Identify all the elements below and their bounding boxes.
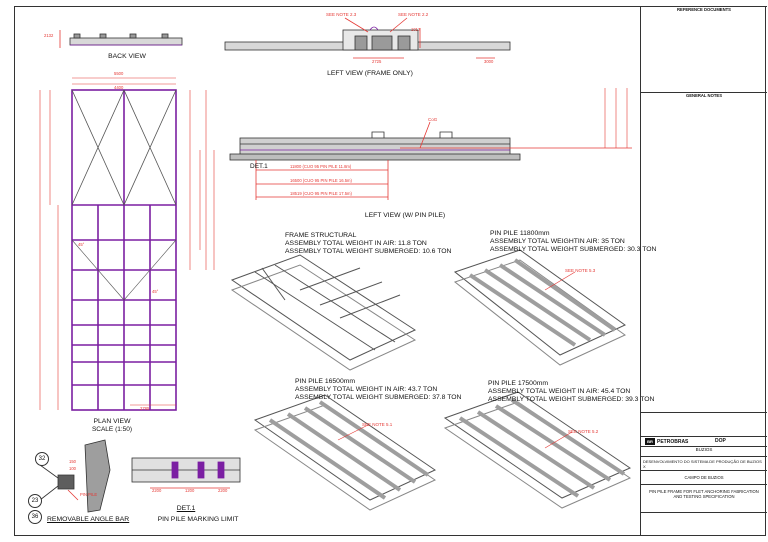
plan-view-title: PLAN VIEW (93, 418, 131, 425)
assembly-17500-sub: ASSEMBLY TOTAL WEIGHT SUBMERGED: 39.3 TO… (488, 396, 655, 403)
det1-title: DET.1 (176, 505, 196, 512)
assembly-11800-title: PIN PILE 11800mm (490, 230, 550, 237)
doc-code: DOP (715, 438, 726, 444)
dim-mark-c: 2200 (218, 488, 228, 493)
reference-documents-panel: REFERENCE DOCUMENTS (641, 6, 767, 92)
pile-dim-16500: 16500 (CUO 95 PIN PILE 16.5m) (290, 178, 352, 183)
company-panel: BR PETROBRAS DOP (641, 436, 767, 446)
callout-23: 23 (28, 494, 42, 508)
note-5-1: SEE NOTE 5.1 (362, 422, 393, 427)
reference-documents-heading: REFERENCE DOCUMENTS (677, 7, 731, 12)
vertical-dimensions-right (604, 88, 628, 148)
dim-angle-left: 45° (78, 242, 85, 247)
iso-pin-pile-16500 (253, 394, 437, 511)
dim-det-150: 150 (69, 459, 76, 464)
field-name: BUZIOS (695, 447, 713, 452)
assembly-11800-air: ASSEMBLY TOTAL WEIGHTIN AIR: 35 TON (490, 238, 625, 245)
removable-angle-bar-drawing (39, 439, 111, 513)
iso-pin-pile-11800 (453, 249, 626, 366)
plan-view-scale: SCALE (1:50) (91, 426, 133, 433)
dim-plan-w2: 4400 (114, 85, 124, 90)
pin-pile-label: PIN PILE (80, 492, 98, 497)
drawing-title-cell: PIN PILE FRAME FOR FLET ANCHORING FABRIC… (641, 484, 767, 512)
pile-dim-17500: 18519 (CUO 95 PIN PILE 17.5m) (290, 191, 352, 196)
petrobras-logo-icon: BR (645, 438, 655, 445)
left-view-frame-drawing (224, 17, 511, 59)
dim-det-100: 100 (69, 466, 76, 471)
plan-view-drawing (71, 89, 177, 411)
back-view-title: BACK VIEW (108, 53, 146, 60)
project-cell: DESENVOLVIMENTO DO SISTEMA DE PRODUÇÃO D… (641, 456, 767, 470)
field-cell: BUZIOS (641, 446, 767, 456)
back-view-drawing (59, 30, 183, 48)
note-2-3: SEE NOTE 2.3 (326, 12, 357, 17)
assembly-16500-sub: ASSEMBLY TOTAL WEIGHT SUBMERGED: 37.8 TO… (295, 394, 462, 401)
assembly-frame-title: FRAME STRUCTURAL (285, 232, 357, 239)
general-notes-panel: GENERAL NOTES (641, 92, 767, 412)
det1-marker: DET.1 (250, 163, 268, 170)
revision-panel (641, 412, 767, 436)
signature-panel (641, 512, 767, 536)
note-5-2: SEE NOTE 5.2 (568, 429, 599, 434)
project-name: DESENVOLVIMENTO DO SISTEMA DE PRODUÇÃO D… (643, 459, 762, 469)
assembly-frame-sub: ASSEMBLY TOTAL WEIGHT SUBMERGED: 10.6 TO… (285, 248, 452, 255)
assembly-frame-air: ASSEMBLY TOTAL WEIGHT IN AIR: 11.8 TON (285, 240, 427, 247)
dim-plan-bottom: 2785 (140, 406, 150, 411)
assembly-16500-title: PIN PILE 16500mm (295, 378, 356, 385)
drawing-title: PIN PILE FRAME FOR FLET ANCHORING FABRIC… (649, 489, 759, 499)
pin-marking-title: PIN PILE MARKING LIMIT (157, 516, 239, 523)
dim-frame-width: 2725 (372, 59, 382, 64)
dim-back-height: 2132 (44, 33, 54, 38)
dim-angle-right: 45° (152, 289, 159, 294)
left-view-frame-title: LEFT VIEW (FRAME ONLY) (327, 70, 413, 77)
note-5-3: SEE NOTE 5.3 (565, 268, 596, 273)
cog-label: CoG (428, 117, 438, 122)
callout-36: 36 (28, 510, 42, 524)
left-view-pin-drawing (229, 121, 632, 200)
assembly-17500-air: ASSEMBLY TOTAL WEIGHT IN AIR: 45.4 TON (488, 388, 631, 395)
note-2-2: SEE NOTE 2.2 (398, 12, 429, 17)
pile-dim-11800: 11800 (CUO 95 PIN PILE 11.8m) (290, 164, 352, 169)
det1-drawing (131, 457, 241, 489)
title-block: REFERENCE DOCUMENTS GENERAL NOTES BR PET… (640, 6, 767, 536)
area-name: CAMPO DE BUZIOS (684, 475, 724, 480)
assembly-17500-title: PIN PILE 17500mm (488, 380, 549, 387)
dim-frame-right: 3000 (484, 59, 494, 64)
company-name: PETROBRAS (657, 438, 689, 445)
area-cell: CAMPO DE BUZIOS (641, 470, 767, 484)
dim-plan-w1: 5500 (114, 71, 124, 76)
removable-angle-bar-title: REMOVABLE ANGLE BAR (47, 516, 130, 523)
dim-mark-a: 2200 (152, 488, 162, 493)
plan-view-dimensions (39, 77, 215, 410)
dim-mark-b: 1200 (185, 488, 195, 493)
dim-frame-height: 1017 (411, 27, 421, 32)
assembly-16500-air: ASSEMBLY TOTAL WEIGHT IN AIR: 43.7 TON (295, 386, 438, 393)
iso-frame-structural (230, 254, 417, 371)
left-view-pin-title: LEFT VIEW (W/ PIN PILE) (364, 212, 446, 219)
assembly-11800-sub: ASSEMBLY TOTAL WEIGHT SUBMERGED: 30.3 TO… (490, 246, 657, 253)
general-notes-heading: GENERAL NOTES (686, 93, 722, 98)
callout-32: 32 (35, 452, 49, 466)
iso-pin-pile-17500 (443, 391, 632, 509)
